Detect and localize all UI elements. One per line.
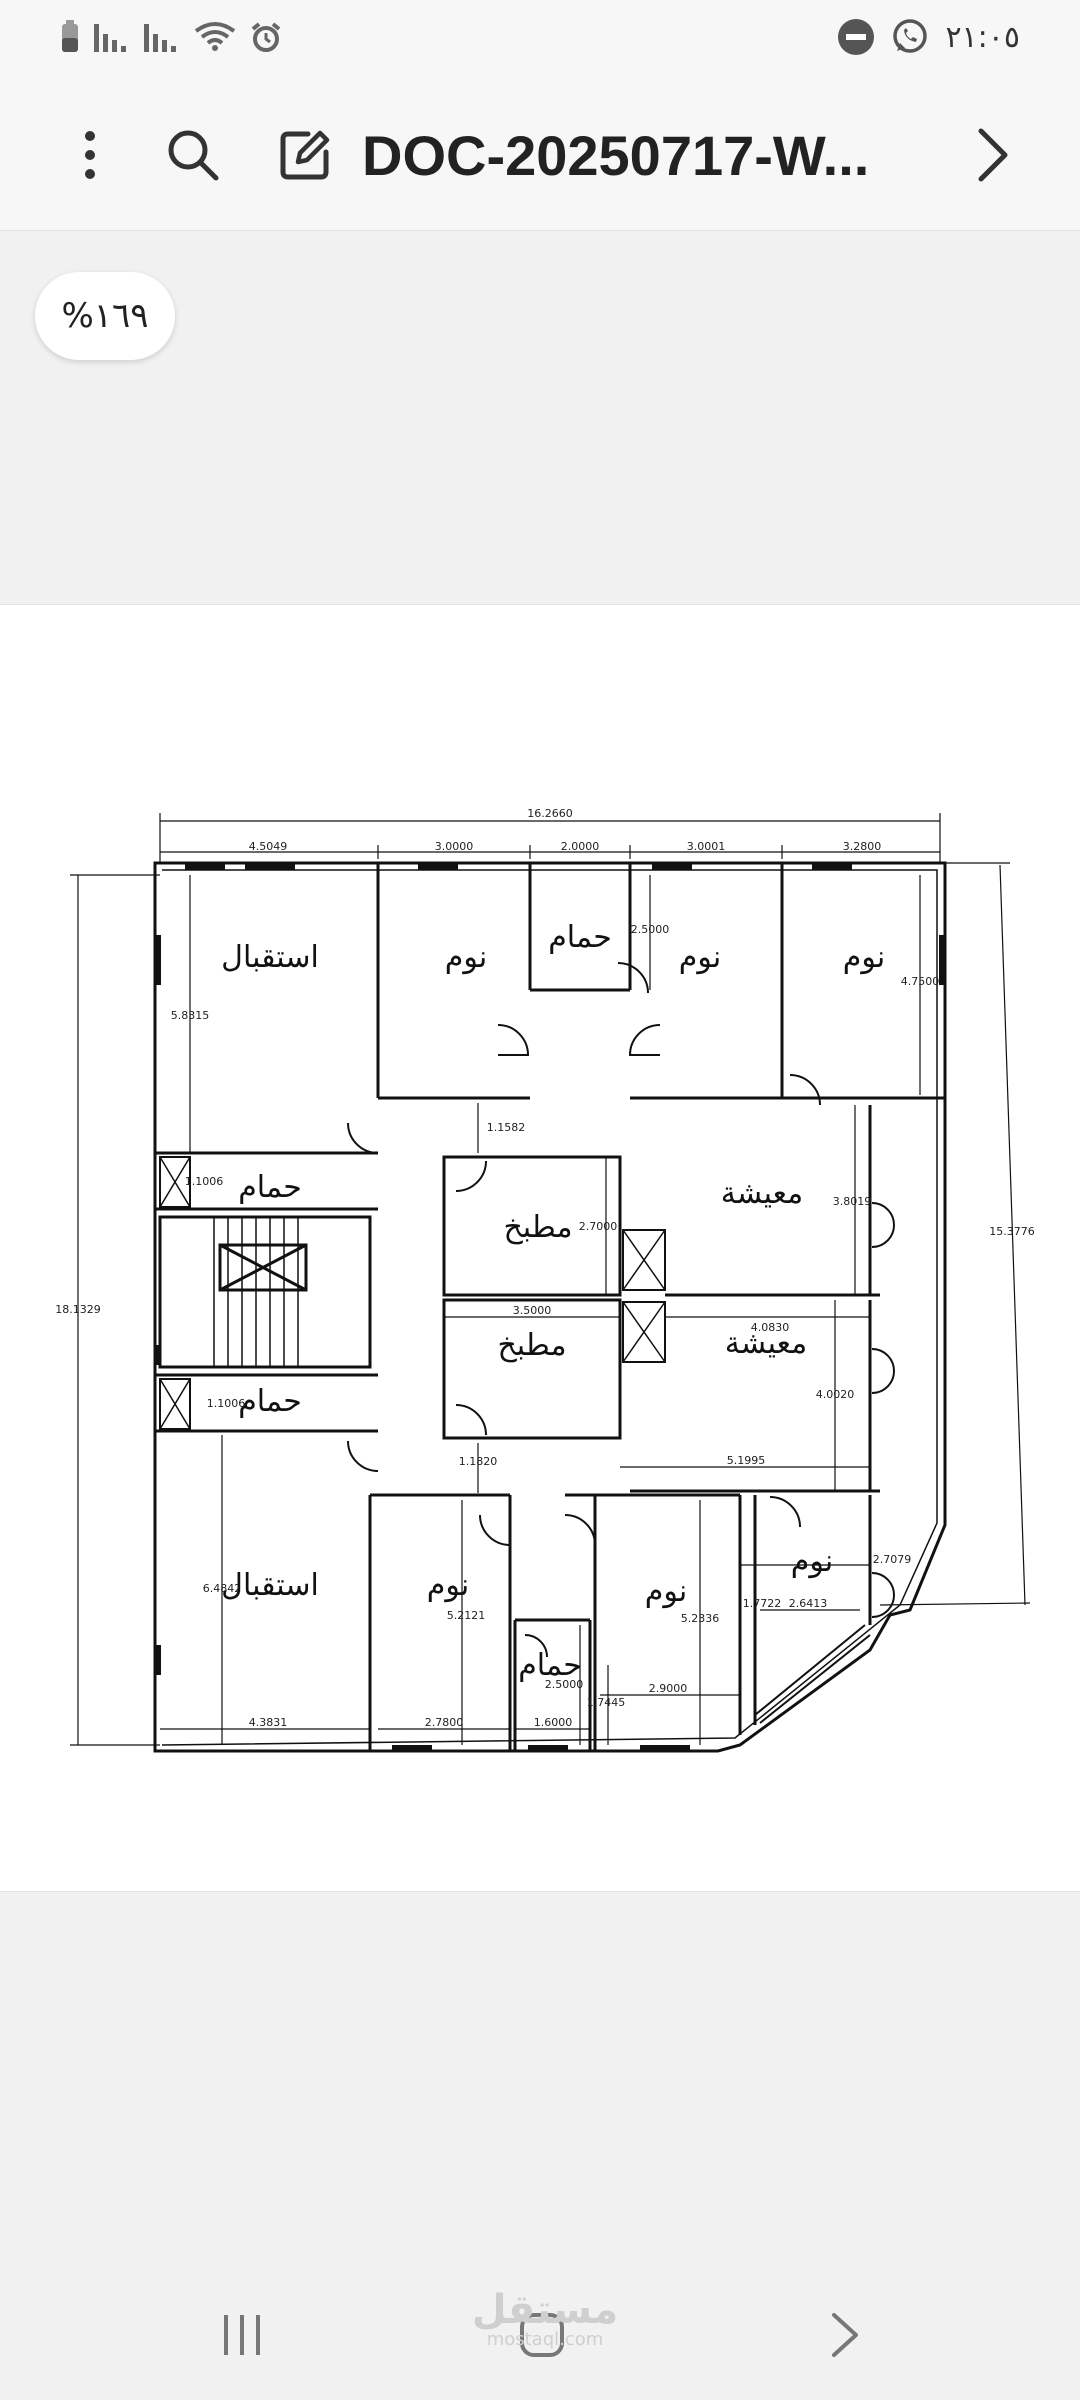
room-label: حمام: [238, 1384, 302, 1419]
battery-icon: [62, 20, 78, 52]
zoom-level-badge: %١٦٩: [35, 272, 175, 360]
whatsapp-icon: [893, 19, 928, 53]
recents-button[interactable]: [182, 2290, 302, 2380]
recents-icon: [224, 2315, 260, 2355]
status-icons-left: [60, 20, 282, 54]
back-button[interactable]: [785, 2290, 905, 2380]
status-icons-right: ٢١:٠٥: [837, 18, 1020, 56]
room-label: نوم: [679, 940, 721, 975]
status-bar: ٢١:٠٥: [0, 0, 1080, 80]
dimension-label: 4.5049: [249, 840, 288, 853]
dimension-label: 3.0001: [687, 840, 726, 853]
home-icon: [520, 2313, 564, 2357]
dimension-label: 4.0020: [816, 1388, 855, 1401]
clock: ٢١:٠٥: [945, 19, 1020, 55]
navigation-bar: [0, 2270, 1080, 2400]
toolbar: DOC-20250717-W...: [0, 80, 1080, 231]
dimension-label: 3.2800: [843, 840, 882, 853]
dimension-label: 18.1329: [55, 1303, 101, 1316]
chevron-right-icon: [978, 128, 1008, 182]
dimension-label: 4.3831: [249, 1716, 288, 1729]
room-label: مطبخ: [503, 1210, 572, 1245]
dimension-label: 2.7000: [579, 1220, 618, 1233]
room-label: حمام: [238, 1170, 302, 1205]
dimension-label: 3.5000: [513, 1304, 552, 1317]
dimension-label: 2.7079: [873, 1553, 912, 1566]
dimension-label: 5.1995: [727, 1454, 766, 1467]
room-label: نوم: [645, 1574, 687, 1609]
document-title: DOC-20250717-W...: [362, 124, 870, 187]
dimension-label: 1.7445: [587, 1696, 626, 1709]
edit-icon: [280, 130, 330, 180]
room-label: نوم: [427, 1568, 469, 1603]
room-label: معيشة: [725, 1326, 807, 1361]
dimension-label: 1.1820: [459, 1455, 498, 1468]
dimension-label: 6.4842: [203, 1582, 242, 1595]
alarm-icon: [251, 22, 281, 52]
room-label: معيشة: [721, 1176, 803, 1211]
dimension-label: 1.7722: [743, 1597, 782, 1610]
dimension-label: 5.2336: [681, 1612, 720, 1625]
dimension-label: 4.0830: [751, 1321, 790, 1334]
signal-icon: [144, 24, 176, 52]
watermark-domain: mostaql.com: [486, 2329, 604, 2350]
edit-button[interactable]: [270, 120, 340, 190]
dimension-label: 1.1582: [487, 1121, 526, 1134]
watermark: مستقل mostaql.com: [470, 2290, 620, 2350]
room-label: نوم: [445, 940, 487, 975]
dnd-icon: [838, 19, 875, 55]
room-label: نوم: [791, 1544, 833, 1579]
dimension-label: 5.8315: [171, 1009, 210, 1022]
dimension-label: 2.7800: [425, 1716, 464, 1729]
signal-icon: [94, 24, 126, 52]
more-options-button[interactable]: [55, 120, 125, 190]
room-label: استقبال: [221, 1568, 319, 1603]
dimension-label: 3.8019: [833, 1195, 872, 1208]
dimension-label: 2.0000: [561, 840, 600, 853]
dimension-label: 15.3776: [989, 1225, 1035, 1238]
room-label: مطبخ: [497, 1328, 566, 1363]
dimension-label: 5.2121: [447, 1609, 486, 1622]
next-button[interactable]: [958, 120, 1028, 190]
document-page[interactable]: 16.2660 4.5049 3.0000 2.0000 3.0001 3.28…: [0, 604, 1080, 1892]
more-vertical-icon: [85, 131, 95, 179]
dimension-label: 1.6000: [534, 1716, 573, 1729]
dimension-label: 1.1006: [207, 1397, 246, 1410]
watermark-brand: مستقل: [471, 2287, 619, 2333]
room-label: حمام: [548, 920, 612, 955]
dimension-label: 2.5000: [545, 1678, 584, 1691]
search-icon: [168, 130, 219, 181]
dimension-label: 2.6413: [789, 1597, 828, 1610]
dimension-label: 3.0000: [435, 840, 474, 853]
dimension-label: 2.5000: [631, 923, 670, 936]
room-label: حمام: [518, 1648, 582, 1683]
search-button[interactable]: [158, 120, 228, 190]
dimension-label: 4.7500: [901, 975, 940, 988]
dimension-label: 2.9000: [649, 1682, 688, 1695]
room-label: استقبال: [221, 940, 319, 975]
home-button[interactable]: [482, 2290, 602, 2380]
floor-plan: 16.2660 4.5049 3.0000 2.0000 3.0001 3.28…: [55, 807, 1035, 1753]
wifi-icon: [194, 22, 236, 51]
dimension-label: 16.2660: [527, 807, 573, 820]
back-icon: [832, 2313, 858, 2357]
room-label: نوم: [843, 940, 885, 975]
dimension-label: 1.1006: [185, 1175, 224, 1188]
